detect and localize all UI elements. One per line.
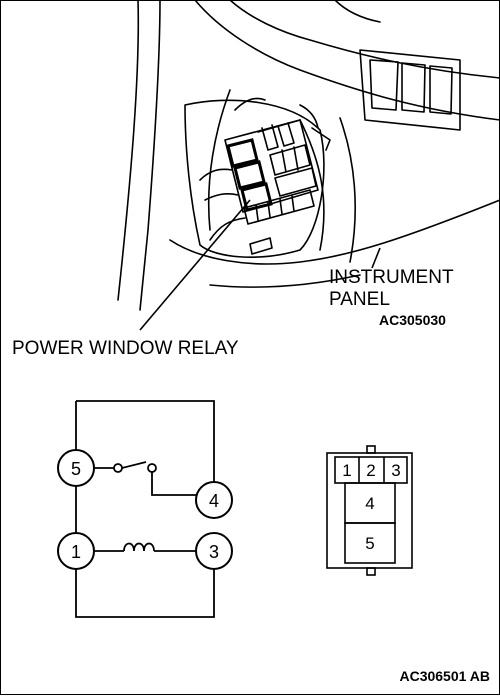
pin-1-label: 1 <box>71 542 81 562</box>
panel-label: PANEL <box>329 289 390 310</box>
connector-pin-5: 5 <box>365 534 374 553</box>
pin-3-circle <box>195 532 233 570</box>
connector-pin-3: 3 <box>391 461 400 480</box>
pin-4-circle <box>195 481 233 519</box>
relay-connector <box>326 445 413 576</box>
power-window-relay-shape <box>226 138 273 212</box>
pin-3-label: 3 <box>209 542 219 562</box>
panel-leader-line <box>371 247 381 269</box>
dashboard-illustration <box>117 0 500 311</box>
relay-circuit <box>75 400 215 618</box>
pin-4-label: 4 <box>209 491 219 511</box>
top-figure-code: AC305030 <box>379 312 446 328</box>
pin-1-circle <box>57 532 95 570</box>
bottom-figure-code: AC306501 AB <box>399 668 490 684</box>
connector-pin-4: 4 <box>365 494 374 513</box>
pin-5-circle <box>57 449 95 487</box>
pin-5-label: 5 <box>71 459 81 479</box>
power-window-relay-label: POWER WINDOW RELAY <box>12 338 239 359</box>
connector-pin-2: 2 <box>366 461 375 480</box>
switch-contact-right <box>147 463 157 473</box>
switch-contact-left <box>113 463 123 473</box>
relay-leader-line <box>139 199 251 331</box>
instrument-label: INSTRUMENT <box>329 267 454 288</box>
connector-pin-1: 1 <box>342 461 351 480</box>
